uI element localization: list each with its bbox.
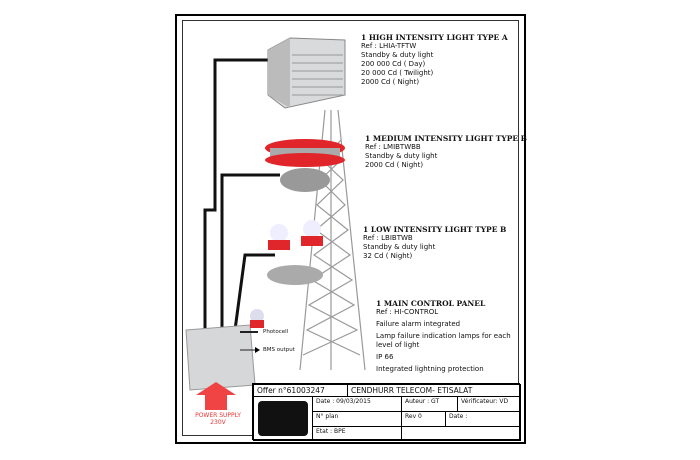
power-arrow-icon [196, 382, 236, 410]
date-field: Date : 09/03/2015 [312, 396, 402, 412]
high-intensity-text: 1 HIGH INTENSITY LIGHT TYPE A Ref : LHIA… [361, 33, 508, 86]
company-logo [253, 396, 313, 441]
title-block: Offer n°61003247 CENDHURR TELECOM- ETISA… [252, 383, 521, 441]
state-field: Etat : BPE [312, 426, 402, 441]
drawing-frame [175, 14, 526, 444]
bms-output-label: BMS output [263, 347, 295, 353]
cables [203, 58, 280, 331]
medium-intensity-text: 1 MEDIUM INTENSITY LIGHT TYPE B Ref : LM… [365, 134, 528, 169]
high-intensity-light [267, 37, 346, 109]
empty-cell [401, 426, 521, 441]
photocell-label: Photocell [263, 329, 289, 335]
control-panel-text: 1 MAIN CONTROL PANEL Ref : HI-CONTROL Fa… [376, 299, 511, 373]
low-intensity-lights [267, 220, 323, 285]
date2-field: Date : [445, 411, 521, 427]
low-intensity-text: 1 LOW INTENSITY LIGHT TYPE B Ref : LBIBT… [363, 225, 507, 260]
medium-intensity-light [265, 139, 345, 192]
verifier-field: Vérificateur: VD [457, 396, 521, 412]
author-field: Auteur : GT [401, 396, 458, 412]
control-panel-box [185, 309, 264, 391]
plan-field: N° plan [312, 411, 402, 427]
revision-field: Rev 0 [401, 411, 446, 427]
